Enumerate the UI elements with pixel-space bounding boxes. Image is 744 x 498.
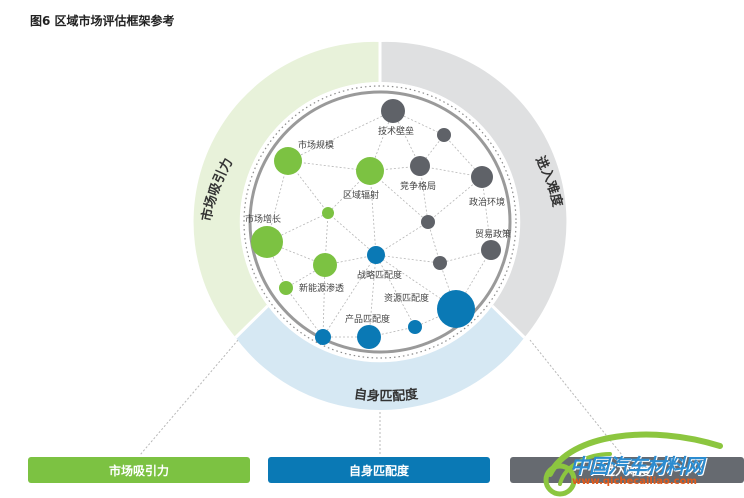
market-attractiveness-button[interactable]: 市场吸引力 <box>28 457 250 483</box>
ring-label-self: 自身匹配度 <box>353 386 420 405</box>
label-market-scale: 市场规模 <box>298 139 334 151</box>
node-gray-mid <box>421 215 435 229</box>
label-resource-fit: 资源匹配度 <box>384 292 429 304</box>
node-product-fit <box>357 325 381 349</box>
figure-title: 图6 区域市场评估框架参考 <box>30 14 175 28</box>
node-market-scale <box>274 147 302 175</box>
label-political-env: 政治环境 <box>469 196 505 208</box>
node-tech-barrier <box>381 99 405 123</box>
ring-segment-self <box>235 305 525 411</box>
ring-segment-market <box>193 41 380 338</box>
label-nev-penetration: 新能源渗透 <box>299 282 344 294</box>
node-gray-low <box>433 256 447 270</box>
node-labels: 技术壁垒 市场规模 区域辐射 竞争格局 政治环境 市场增长 贸易政策 战略匹配度… <box>245 125 511 325</box>
car-swoosh-icon <box>543 431 723 497</box>
label-trade-policy: 贸易政策 <box>475 228 511 240</box>
node-market-growth <box>251 226 283 258</box>
node-trade-policy <box>481 240 501 260</box>
label-product-fit: 产品匹配度 <box>345 313 390 325</box>
node-nev-penetration <box>279 281 293 295</box>
watermark-brand: 中国汽车材料网 <box>570 454 704 478</box>
label-tech-barrier: 技术壁垒 <box>378 125 414 137</box>
node-region-radiation <box>356 157 384 185</box>
node-green-small <box>322 207 334 219</box>
label-region-radiation: 区域辐射 <box>343 189 379 201</box>
node-political-env <box>471 166 493 188</box>
label-strategy-fit: 战略匹配度 <box>357 269 402 281</box>
solid-ring <box>248 90 512 354</box>
ring-segment-entry <box>380 41 567 338</box>
entry-difficulty-button[interactable]: 进入难度 <box>510 457 744 483</box>
node-resource-fit <box>437 290 475 328</box>
node-strategy-fit <box>367 246 385 264</box>
label-competition: 竞争格局 <box>400 180 436 192</box>
label-market-growth: 市场增长 <box>245 213 281 225</box>
node-blue-left <box>315 329 331 345</box>
node-nev-green <box>313 253 337 277</box>
dotted-ring <box>243 85 517 359</box>
node-gray-small-top <box>437 128 451 142</box>
node-blue-small <box>408 320 422 334</box>
watermark-url: www.qichecailiao.com <box>572 476 697 487</box>
self-fit-button[interactable]: 自身匹配度 <box>268 457 490 483</box>
node-competition <box>410 156 430 176</box>
network-nodes <box>251 99 501 349</box>
watermark: 中国汽车材料网 www.qichecailiao.com <box>530 414 740 498</box>
